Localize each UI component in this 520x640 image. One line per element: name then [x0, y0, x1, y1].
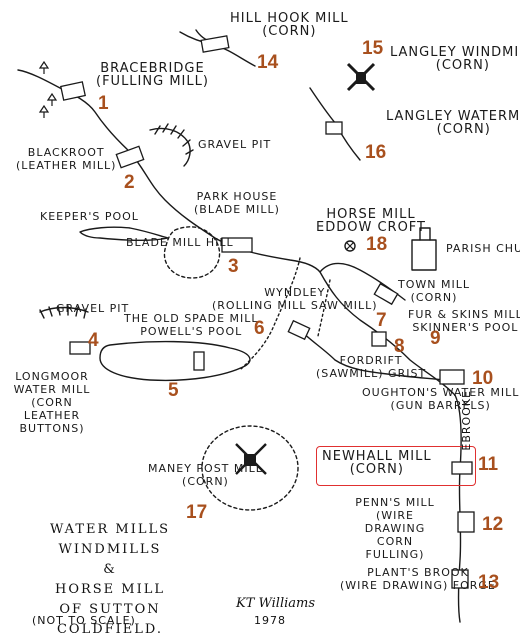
number-12: 12 [482, 514, 504, 535]
mill-building-10 [439, 369, 465, 385]
mill-building-7 [373, 282, 399, 306]
mill-building-1 [60, 81, 86, 101]
number-8: 8 [394, 336, 405, 357]
gravel-pit-hatch [149, 127, 191, 167]
number-5: 5 [168, 380, 179, 401]
mill-building-6 [287, 319, 311, 341]
label-hill-hook-mill: HILL HOOK MILL(CORN) [230, 11, 349, 39]
label-maney-post-mill: MANEY POST MILL(CORN) [148, 462, 263, 488]
label-plants-brook: PLANT'S BROOK(WIRE DRAWING) FORGE [340, 566, 496, 592]
number-11: 11 [478, 454, 499, 475]
label-blackroot: BLACKROOT(LEATHER MILL) [16, 146, 117, 172]
year: 1978 [254, 614, 286, 627]
maney-post-mill-circle [201, 425, 299, 511]
number-2: 2 [124, 172, 135, 193]
mill-building-3 [221, 237, 253, 253]
track-line [239, 257, 301, 371]
label-blade-mill-hill: BLADE MILL HILL [126, 236, 234, 249]
windmill-15-body [356, 72, 366, 84]
tree-icon [46, 92, 58, 106]
branch-line [299, 329, 446, 381]
number-18: 18 [366, 234, 388, 255]
mill-building-2 [115, 145, 145, 169]
number-16: 16 [365, 142, 387, 163]
gravel-pit-hatch [154, 123, 194, 155]
number-17: 17 [186, 502, 208, 523]
label-longmoor: LONGMOOR WATER MILL(CORN LEATHER BUTTONS… [13, 370, 91, 435]
number-10: 10 [472, 368, 494, 389]
label-wyndley: WYNDLEY(ROLLING MILL SAW MILL) [212, 286, 378, 312]
label-oughtons: OUGHTON'S WATER MILL(GUN BARRELS) [362, 386, 520, 412]
label-fordrift: FORDRIFT(SAWMILL) GRIST [316, 354, 427, 380]
mill-building-4 [69, 341, 91, 355]
mill-building-16 [325, 121, 343, 135]
mill-building-12 [457, 511, 475, 533]
not-to-scale-note: (NOT TO SCALE) [32, 614, 136, 627]
label-ebrooke: EBROOKE [460, 390, 473, 451]
tree-icon [38, 104, 50, 118]
mill-building-14 [200, 35, 230, 53]
number-14: 14 [257, 52, 279, 73]
newhall-highlight-box [316, 446, 476, 486]
label-bracebridge: BRACEBRIDGE(FULLING MILL) [96, 61, 209, 89]
horse-mill-symbol [344, 240, 356, 252]
label-newhall-mill: NEWHALL MILL(CORN) [322, 449, 432, 477]
gravel-pit-hatch [39, 306, 89, 313]
mill-building-8 [371, 331, 387, 347]
label-park-house: PARK HOUSE(BLADE MILL) [194, 190, 280, 216]
number-13: 13 [478, 572, 500, 593]
tree-icon [38, 60, 50, 74]
label-langley-windmill: LANGLEY WINDMILL(CORN) [390, 45, 520, 73]
label-gravel-pit-left: GRAVEL PIT [56, 302, 130, 315]
number-4: 4 [88, 330, 99, 351]
track-line [317, 279, 331, 337]
mill-building-11 [451, 461, 473, 475]
label-parish-church: PARISH CHURCH [446, 242, 520, 255]
mill-building-13 [451, 569, 469, 589]
number-3: 3 [228, 256, 239, 277]
map-title: WATER MILLS WINDMILLS & HORSE MILL OF SU… [49, 522, 171, 637]
signature: KT Williams [236, 596, 316, 611]
windmill-17-body [244, 454, 256, 466]
number-7: 7 [376, 310, 387, 331]
label-keepers-pool: KEEPER'S POOL [40, 210, 139, 223]
number-1: 1 [98, 93, 109, 114]
gravel-pit-hatch [39, 305, 87, 319]
number-6: 6 [254, 318, 265, 339]
church-shape [411, 239, 437, 271]
mill-building-5 [193, 351, 205, 371]
label-penns-mill: PENN'S MILL(WIRE DRAWING CORN FULLING) [355, 496, 435, 561]
church-tower [419, 227, 431, 241]
blade-mill-hill-outline [163, 226, 221, 279]
label-town-mill: TOWN MILL(CORN) [398, 278, 470, 304]
powells-pool-outline [99, 340, 251, 382]
number-9: 9 [430, 328, 441, 349]
number-15: 15 [362, 38, 384, 59]
label-gravel-pit-top: GRAVEL PIT [198, 138, 272, 151]
